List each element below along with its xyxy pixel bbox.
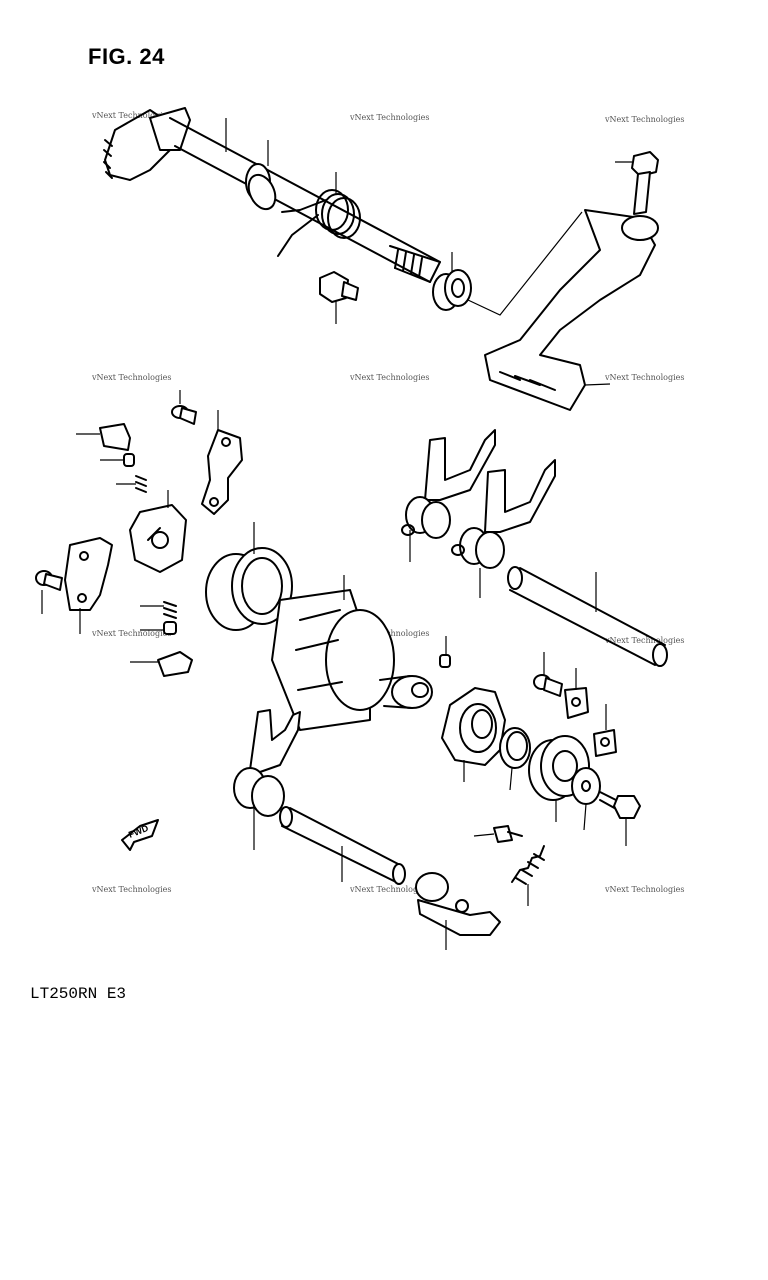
watermark-text: vNext Technologies xyxy=(604,373,684,382)
part-24-washer xyxy=(571,767,601,805)
figure-title: FIG. 24 xyxy=(88,44,165,69)
watermark-text: vNext Technologies xyxy=(604,115,684,124)
part-31-stopper-bolt xyxy=(319,271,359,303)
part-17-spring xyxy=(511,845,545,885)
watermarks: vNext Technologies vNext Technologies vN… xyxy=(91,111,684,894)
part-26-stopper-a xyxy=(564,687,589,719)
part-19-cam-gear xyxy=(441,687,506,766)
watermark-text: vNext Technologies xyxy=(91,629,171,638)
part-12-plate xyxy=(64,537,113,611)
part-28-shift-shaft xyxy=(103,107,441,283)
parts-11-10-8-lower xyxy=(157,601,193,677)
part-32-oil-seal xyxy=(432,269,472,311)
watermark-text: vNext Technologies xyxy=(91,373,171,382)
watermark-text: vNext Technologies xyxy=(604,636,684,645)
part-21-bearing xyxy=(205,547,293,631)
model-code: LT250RN E3 xyxy=(30,985,127,1003)
part-30-return-spring xyxy=(277,189,361,257)
part-4-fork-shaft xyxy=(279,806,406,885)
parts-stopper-cam xyxy=(99,423,187,573)
part-25-washer xyxy=(499,727,531,769)
part-33-shift-lever xyxy=(467,209,659,411)
watermark-text: vNext Technologies xyxy=(91,885,171,894)
part-14-plate xyxy=(201,429,243,515)
leader-lines xyxy=(41,118,632,950)
part-5-fork-shaft xyxy=(507,566,668,667)
part-3-shift-fork xyxy=(233,709,301,817)
part-15-screw xyxy=(171,405,197,425)
part-2-shift-fork xyxy=(451,459,556,569)
part-26-stopper-b xyxy=(593,729,617,757)
part-23-bolt xyxy=(599,791,641,819)
watermark-text: vNext Technologies xyxy=(91,111,171,120)
watermark-text: vNext Technologies xyxy=(349,373,429,382)
watermark-text: vNext Technologies xyxy=(349,885,429,894)
part-13-screw xyxy=(35,570,63,591)
watermark-text: vNext Technologies xyxy=(349,113,429,122)
fwd-arrow: FWD xyxy=(121,819,159,851)
part-16-stopper-lever xyxy=(415,872,501,936)
part-1-shift-fork xyxy=(401,429,496,539)
part-27-screw xyxy=(533,674,563,697)
watermark-text: vNext Technologies xyxy=(604,885,684,894)
part-6-shift-cam xyxy=(271,589,433,731)
part-34-bolt xyxy=(631,151,659,215)
part-20-pin xyxy=(439,654,451,668)
part-18-bolt xyxy=(493,825,523,843)
